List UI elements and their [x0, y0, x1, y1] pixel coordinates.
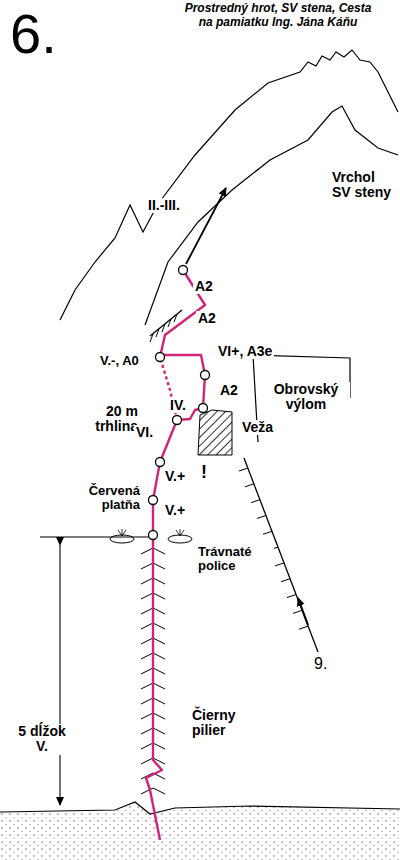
grade-label: A2: [218, 383, 240, 398]
route-number: 9.: [312, 655, 329, 673]
route-title: Prostredný hrot, SV stena, Cesta na pami…: [162, 2, 394, 30]
rock-tick: [251, 500, 260, 503]
rock-tick: [239, 468, 248, 471]
grade-label: A2: [196, 311, 218, 326]
pillar-chevron: [141, 788, 165, 794]
feature-label: 20 m trhlina: [84, 404, 140, 435]
route-number: 6.: [8, 6, 59, 62]
rock-tick: [263, 531, 272, 534]
grade-label: II.-III.: [146, 198, 182, 213]
warning-mark: !: [199, 463, 209, 483]
grade-label: IV.: [168, 398, 188, 413]
feature-label: Čierny pilier: [190, 708, 256, 739]
grade-label: V.+: [163, 469, 187, 484]
feature-label: Obrovský výlom: [262, 382, 350, 413]
length-label: 5 dĺžok V.: [10, 724, 74, 755]
rock-tick: [281, 579, 290, 582]
grade-label: V.+: [163, 503, 187, 518]
grade-label: VI+, A3e: [216, 344, 274, 359]
rock-tick: [299, 626, 308, 629]
rock-tick: [257, 515, 266, 518]
grade-label: A2: [193, 279, 215, 294]
rock-tick: [287, 595, 296, 598]
grade-label: V.-, A0: [98, 354, 141, 368]
grade-label: VI.: [134, 425, 155, 440]
feature-label: Trávnaté police: [196, 545, 274, 574]
feature-label: Veža: [240, 420, 275, 435]
rock-tick: [275, 563, 284, 566]
rock-tick: [245, 484, 254, 487]
rock-tick: [293, 610, 302, 613]
summit-label: Vrchol SV steny: [330, 170, 396, 201]
feature-label: Červená platňa: [76, 484, 142, 513]
